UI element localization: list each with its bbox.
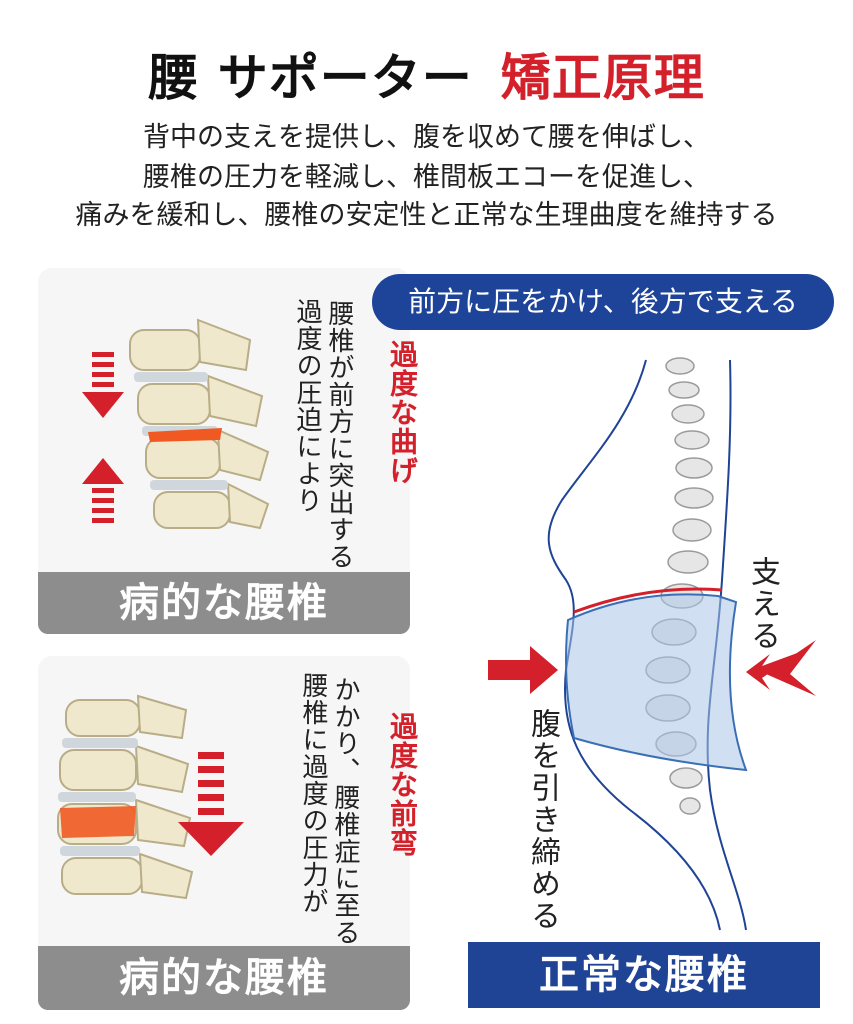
note-lordosis-col1: かかり、腰椎症に至る [330, 676, 360, 946]
label-excessive-bend: 過度な曲げ [386, 340, 419, 485]
note-lordosis-col2: 腰椎に過度の圧力が [298, 672, 328, 915]
desc-line-3: 痛みを緩和し、腰椎の安定性と正常な生理曲度を維持する [75, 200, 778, 231]
bar-normal-lumbar: 正常な腰椎 [468, 942, 820, 1008]
title-black: 腰 サポーター [148, 49, 473, 107]
page-title: 腰 サポーター矯正原理 [0, 38, 853, 110]
pill-front-pressure-back-support: 前方に圧をかけ、後方で支える [372, 274, 834, 330]
spine-illustration-bend [82, 318, 270, 530]
bar-pathological-lumbar-2: 病的な腰椎 [38, 946, 410, 1010]
desc-line-2: 腰椎の圧力を軽減し、椎間板エコーを促進し、 [143, 162, 710, 193]
desc-line-1: 背中の支えを提供し、腹を収めて腰を伸ばし、 [143, 122, 710, 153]
label-tighten-abdomen: 腹を引き締める [525, 708, 560, 932]
bar-pathological-lumbar-1: 病的な腰椎 [38, 572, 410, 634]
body-support-illustration [488, 357, 816, 931]
spine-illustration-lordosis [57, 694, 244, 900]
title-red: 矯正原理 [500, 49, 705, 107]
label-excessive-lordosis: 過度な前弯 [386, 712, 419, 857]
note-bend-col2: 過度の圧迫により [292, 298, 322, 514]
label-support: 支える [745, 556, 780, 652]
note-bend-col1: 腰椎が前方に突出する [324, 300, 354, 570]
